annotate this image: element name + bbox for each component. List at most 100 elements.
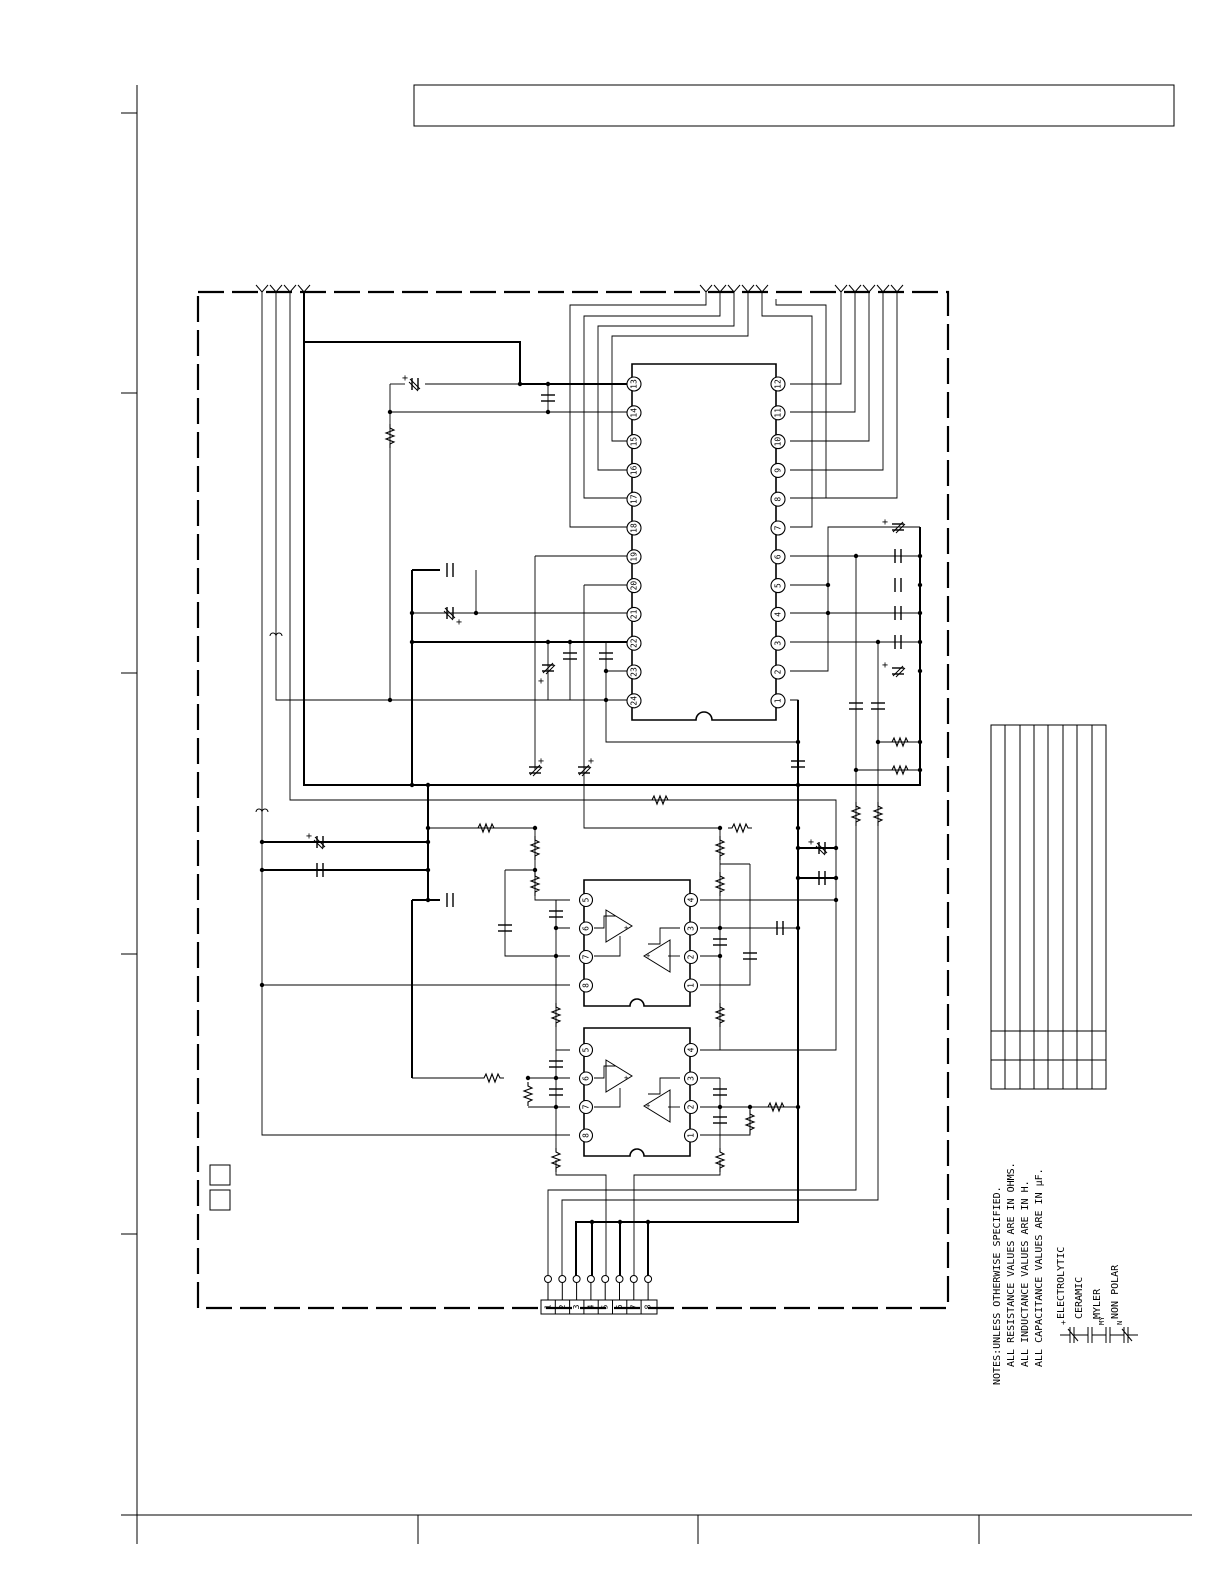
pin-circle xyxy=(770,376,786,392)
connector-terminal xyxy=(544,1275,552,1283)
pin-label: 1 xyxy=(774,698,783,703)
connector-pin-label: 4 xyxy=(586,1304,595,1309)
pin-label: 6 xyxy=(582,926,591,931)
ic-opamp-lower: + + xyxy=(583,1027,691,1157)
svg-text:+: + xyxy=(882,660,888,671)
connector-pin-label: 1 xyxy=(544,1304,553,1309)
pin-circle xyxy=(626,462,642,478)
pin-label: 11 xyxy=(774,408,783,418)
legend-ceramic: CERAMIC xyxy=(1074,1277,1085,1319)
svg-text:+: + xyxy=(808,837,814,848)
svg-text:+: + xyxy=(588,756,594,767)
legend-electrolytic: ELECTROLYTIC xyxy=(1056,1247,1067,1319)
svg-text:+: + xyxy=(646,952,650,960)
pin-circle xyxy=(683,892,699,908)
pin-label: 13 xyxy=(630,379,639,389)
pin-label: 24 xyxy=(630,696,639,706)
pin-label: 2 xyxy=(687,1104,696,1109)
pin-label: 20 xyxy=(630,581,639,591)
connector-pin-label: 8 xyxy=(644,1304,653,1309)
power-rails xyxy=(262,292,921,1278)
pin-label: 7 xyxy=(774,525,783,530)
board-outline xyxy=(196,290,950,1310)
pin-label: 6 xyxy=(774,554,783,559)
pin-label: 9 xyxy=(774,468,783,473)
pin-label: 8 xyxy=(582,983,591,988)
pin-circle xyxy=(626,491,642,507)
connector-terminal xyxy=(644,1275,653,1283)
pin-circle xyxy=(683,978,699,993)
pin-label: 17 xyxy=(630,494,639,504)
parts-table xyxy=(990,724,1107,1090)
ic-opamp-upper: + + xyxy=(583,879,691,1007)
inductors xyxy=(255,632,283,813)
pin-label: 8 xyxy=(774,497,783,502)
pin-circle xyxy=(626,606,642,622)
pin-circle xyxy=(578,1099,594,1115)
ic-opamp-lower-right-pins: 4 3 2 1 xyxy=(683,1042,699,1143)
pin-label: 8 xyxy=(582,1133,591,1138)
pin-label: 2 xyxy=(687,954,696,959)
ic-main xyxy=(631,363,777,721)
pin-label: 18 xyxy=(630,523,639,533)
pin-label: 22 xyxy=(630,638,639,648)
polarity-marks: + + + + + + + + + xyxy=(306,373,888,848)
pin-label: 1 xyxy=(687,983,696,988)
connector-terminal xyxy=(629,1275,638,1283)
pin-label: 2 xyxy=(774,669,783,674)
connector-terminal xyxy=(558,1275,567,1283)
pin-circle xyxy=(770,693,786,709)
pin-label: 12 xyxy=(774,379,783,389)
pin-circle xyxy=(770,578,786,594)
pin-label: 4 xyxy=(687,1047,696,1052)
pin-circle xyxy=(578,921,594,936)
svg-text:+: + xyxy=(1059,1320,1068,1325)
pin-circle xyxy=(626,578,642,594)
svg-text:+: + xyxy=(306,831,312,842)
pin-circle xyxy=(770,664,786,680)
junctions xyxy=(259,381,923,1225)
pin-label: 19 xyxy=(630,552,639,562)
pin-label: 6 xyxy=(582,1076,591,1081)
pin-circle xyxy=(770,606,786,622)
pin-label: 14 xyxy=(630,408,639,418)
legend-myler: MYLER xyxy=(1092,1288,1103,1319)
pin-circle xyxy=(626,434,642,450)
pin-circle xyxy=(578,1128,594,1143)
pin-label: 23 xyxy=(630,667,639,677)
pin-circle xyxy=(626,376,642,392)
pin-label: 15 xyxy=(630,437,639,447)
page-frame xyxy=(121,85,1192,1544)
svg-text:+: + xyxy=(538,756,544,767)
pin-label: 1 xyxy=(687,1133,696,1138)
connector-terminal xyxy=(586,1275,595,1283)
pin-circle xyxy=(578,949,594,965)
pin-circle xyxy=(626,693,642,709)
pin-circle xyxy=(626,635,642,651)
pin-circle xyxy=(683,1099,699,1115)
svg-text:+: + xyxy=(882,517,888,528)
marker-box-lower xyxy=(209,1189,231,1211)
svg-text:MY: MY xyxy=(1098,1316,1106,1325)
legend-non-polar: NON POLAR xyxy=(1110,1264,1121,1319)
pin-circle xyxy=(683,921,699,936)
pin-circle xyxy=(770,491,786,507)
pin-label: 7 xyxy=(582,1104,591,1109)
svg-text:+: + xyxy=(624,1074,628,1082)
notes-line-1: NOTES:UNLESS OTHERWISE SPECIFIED. xyxy=(992,1186,1003,1385)
marker-box-upper xyxy=(209,1164,231,1186)
pin-circle xyxy=(770,549,786,565)
electrolytic-capacitors xyxy=(313,377,906,856)
pin-label: 3 xyxy=(687,1076,696,1081)
pin-label: 7 xyxy=(582,954,591,959)
pin-label: 3 xyxy=(774,641,783,646)
pin-label: 16 xyxy=(630,465,639,475)
pin-label: 10 xyxy=(774,437,783,447)
connector-pin-label: 6 xyxy=(615,1304,624,1309)
pin-circle xyxy=(683,1071,699,1086)
svg-text:+: + xyxy=(624,924,628,932)
